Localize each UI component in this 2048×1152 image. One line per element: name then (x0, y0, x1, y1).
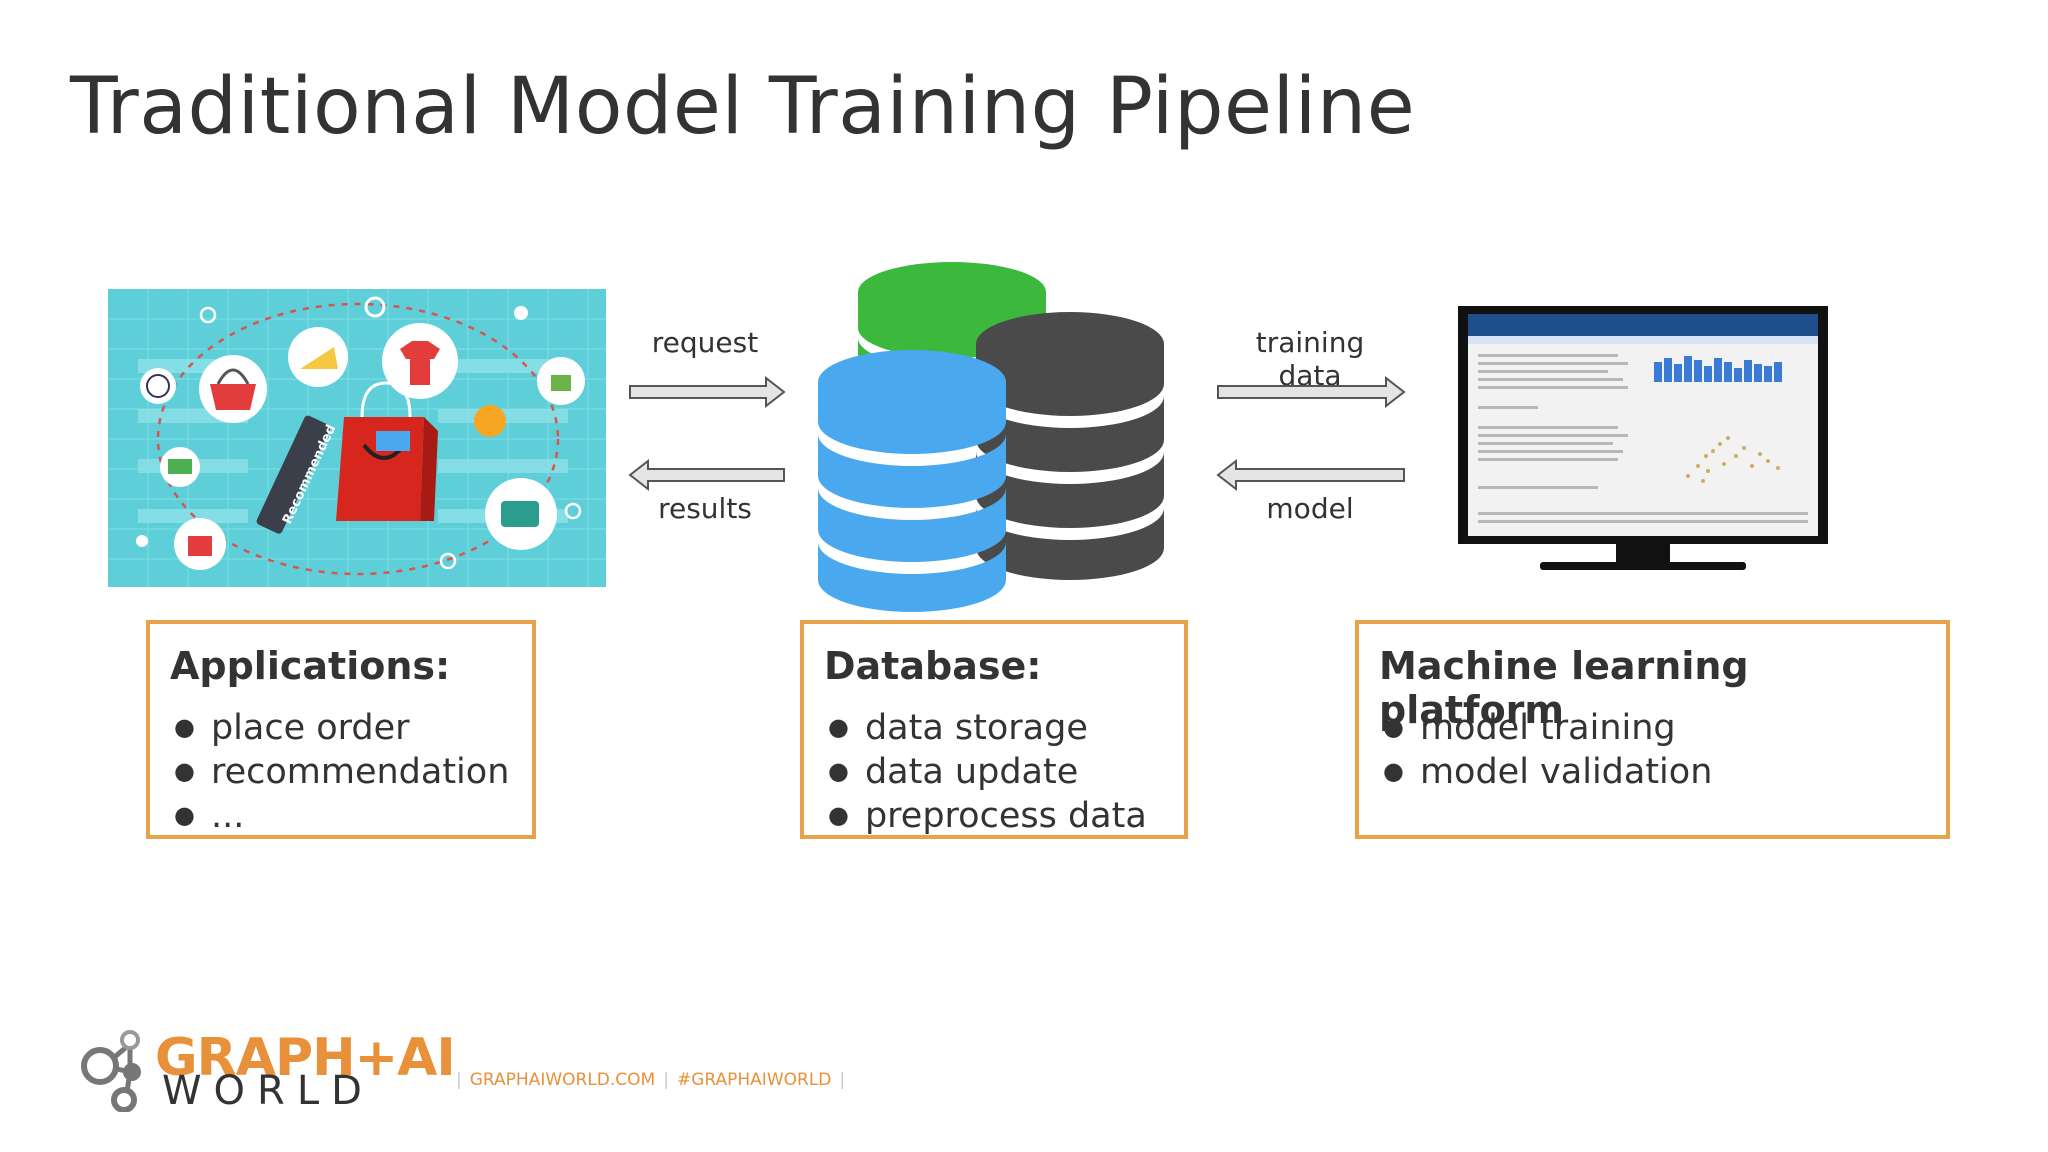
list-item: data storage (828, 708, 1147, 752)
ml-platform-list: model training model validation (1383, 708, 1712, 796)
database-cylinders-icon (812, 262, 1166, 619)
results-label: results (658, 492, 752, 525)
logo-graph-ai-text: GRAPH+AI (155, 1028, 456, 1088)
footer-hashtag[interactable]: #GRAPHAIWORLD (676, 1070, 832, 1090)
request-arrow (628, 375, 786, 413)
applications-list: place order recommendation ... (174, 708, 509, 840)
applications-box: Applications: place order recommendation… (146, 620, 536, 839)
database-title: Database: (824, 644, 1042, 688)
shopping-illustration: Recommended (108, 289, 606, 587)
slide-title: Traditional Model Training Pipeline (70, 62, 1416, 152)
list-item: data update (828, 752, 1147, 796)
database-list: data storage data update preprocess data (828, 708, 1147, 840)
model-arrow (1216, 458, 1406, 496)
list-item: preprocess data (828, 796, 1147, 840)
footer-separator: | (456, 1070, 462, 1090)
footer-separator: | (839, 1070, 846, 1090)
graph-nodes-icon (78, 1028, 158, 1117)
list-item: ... (174, 796, 509, 840)
list-item: model validation (1383, 752, 1712, 796)
footer-site-link[interactable]: GRAPHAIWORLD.COM (469, 1070, 656, 1090)
list-item: place order (174, 708, 509, 752)
logo-world-text: WORLD (162, 1068, 374, 1114)
results-arrow (628, 458, 786, 496)
request-label: request (651, 326, 759, 359)
applications-title: Applications: (170, 644, 451, 688)
training-data-arrow (1216, 375, 1406, 413)
ml-platform-monitor-icon (1458, 306, 1828, 577)
footer-links: | GRAPHAIWORLD.COM | #GRAPHAIWORLD | (448, 1070, 853, 1090)
list-item: recommendation (174, 752, 509, 796)
list-item: model training (1383, 708, 1712, 752)
footer-separator: | (663, 1070, 669, 1090)
ml-platform-box: Machine learning platform model training… (1355, 620, 1950, 839)
model-label: model (1266, 492, 1354, 525)
database-box: Database: data storage data update prepr… (800, 620, 1188, 839)
